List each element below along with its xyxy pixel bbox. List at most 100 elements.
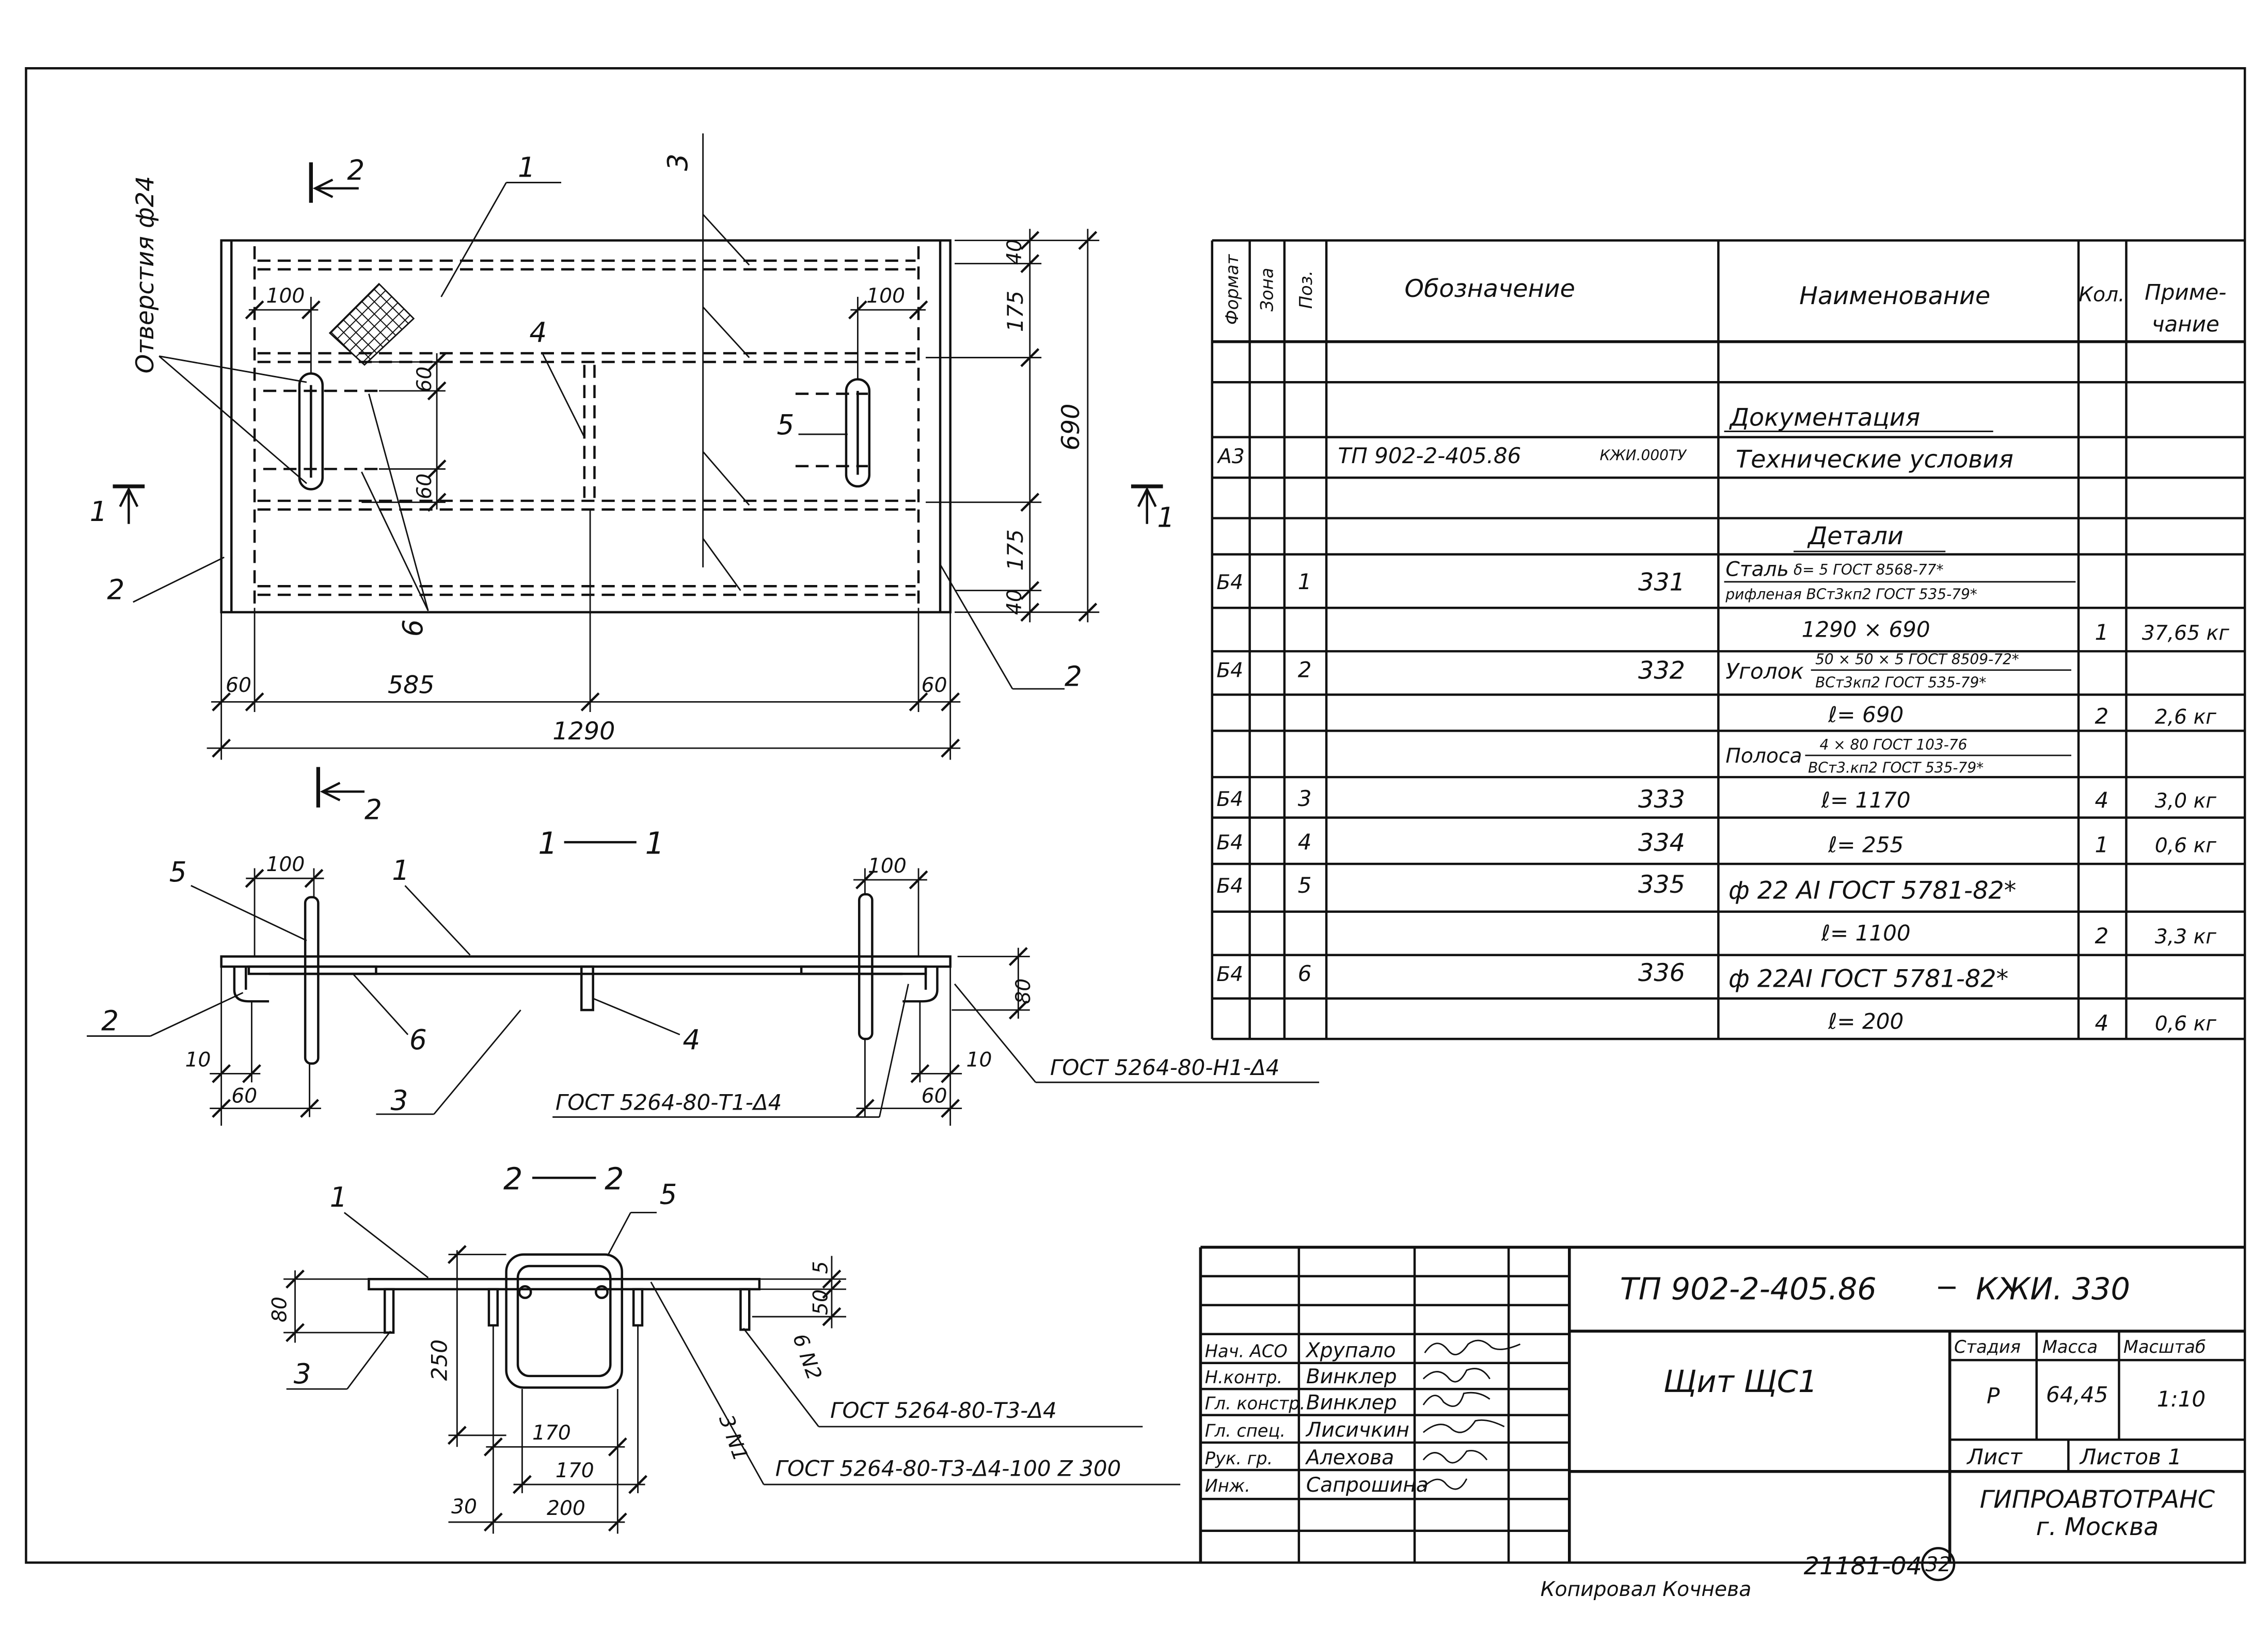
p5-designation: 335 (1638, 871, 1685, 899)
p4-qty: 1 (2095, 832, 2108, 858)
s22-weld-3n1: 3 N1 (714, 1412, 752, 1464)
stage-value: Р (1987, 1383, 2000, 1409)
p6-size: ℓ= 200 (1828, 1009, 1904, 1034)
s11-callout-1: 1 (392, 855, 409, 887)
p1-spec-top: δ= 5 ГОСТ 8568-77* (1794, 561, 1943, 578)
dim-100-right: 100 (866, 284, 905, 308)
doc-number: ТП 902-2-405.86 (1620, 1271, 1877, 1306)
header-name: Наименование (1799, 282, 1990, 310)
p2-designation: 332 (1638, 657, 1685, 685)
staff-name-3: Лисичкин (1305, 1419, 1409, 1442)
plan-callout-4: 4 (529, 317, 547, 349)
s11-dim-100-left: 100 (266, 853, 305, 876)
mass-label: Масса (2042, 1337, 2098, 1357)
p1-spec-bottom: рифленая ВСт3кп2 ГОСТ 535-79* (1725, 586, 1977, 603)
spec-table: Формат Зона Поз. Обозначение Наименовани… (1211, 239, 2245, 1040)
dim-690: 690 (1057, 404, 1085, 451)
p1-qty: 1 (2095, 620, 2108, 645)
s11-weld-t1: ГОСТ 5264-80-Т1-Δ4 (556, 1089, 782, 1115)
header-format: Формат (1222, 254, 1242, 325)
p5-pos: 5 (1298, 873, 1312, 898)
section-1-1-title-left: 1 (538, 826, 557, 861)
dim-1290: 1290 (552, 717, 615, 746)
s22-handle-inner (516, 1265, 612, 1378)
p5-note: 3,3 кг (2155, 925, 2217, 949)
s22-dim-5: 5 (810, 1261, 833, 1274)
s11-dim-60-left: 60 (231, 1084, 257, 1108)
copied-by: Копировал Кочнева (1541, 1578, 1751, 1601)
section-2-2-title-right: 2 (605, 1161, 624, 1197)
plan-dims-100 (245, 296, 928, 380)
s11-dim-10-left: 10 (185, 1048, 211, 1071)
sheet-label: Лист (1966, 1444, 2023, 1469)
tu-format: А3 (1216, 445, 1245, 468)
p4-pos: 4 (1298, 829, 1312, 855)
p2-qty: 2 (2095, 703, 2108, 729)
section1-left-label: 1 (90, 496, 107, 528)
s22-leg-4 (739, 1288, 751, 1331)
s22-weld-t3-z: ГОСТ 5264-80-Т3-Δ4-100 Z 300 (775, 1456, 1121, 1481)
city: г. Москва (2036, 1513, 2159, 1541)
row-documentation: Документация (1729, 403, 1921, 432)
s11-callout-2: 2 (101, 1005, 119, 1037)
p4-format: Б4 (1216, 831, 1243, 855)
p1-format: Б4 (1216, 571, 1243, 594)
dim-175-bottom: 175 (1003, 529, 1028, 571)
section-mark-2-top (309, 162, 359, 203)
s22-leg-3 (632, 1288, 644, 1327)
s11-dim-60-right: 60 (922, 1084, 947, 1108)
plan-callout-5: 5 (776, 409, 794, 441)
s11-dim-80: 80 (1012, 978, 1035, 1004)
s22-leg-1 (383, 1288, 395, 1334)
s11-callout-4: 4 (683, 1024, 700, 1056)
p3-qty: 4 (2095, 787, 2108, 813)
doc-code: КЖИ. 330 (1976, 1271, 2130, 1306)
staff-role-5: Инж. (1205, 1476, 1250, 1496)
staff-role-1: Н.контр. (1205, 1367, 1282, 1387)
dim-60-bottom: 60 (413, 473, 436, 499)
plan-view: 40 175 690 175 40 60 60 (90, 133, 1175, 826)
plan-plate-outline (220, 239, 951, 613)
header-note-1: Приме- (2145, 280, 2226, 305)
section2-top-label: 2 (347, 154, 364, 186)
s22-leg-2 (487, 1288, 499, 1327)
p5-name: ф 22 АI ГОСТ 5781-82* (1728, 876, 2016, 905)
mass-value: 64,45 (2046, 1382, 2108, 1407)
p4-designation: 334 (1638, 829, 1685, 857)
p2-pos: 2 (1298, 657, 1312, 683)
section-mark-2-bottom (316, 767, 365, 808)
section-1-1-title-right: 1 (645, 826, 664, 861)
p3-designation: 333 (1638, 785, 1685, 814)
staff-name-5: Сапрошина (1306, 1474, 1429, 1497)
scale-label: Масштаб (2123, 1337, 2206, 1357)
s11-dim-100-right: 100 (868, 855, 907, 878)
dim-60-right: 60 (922, 674, 947, 697)
s22-dim-170-a: 170 (532, 1421, 571, 1445)
header-designation: Обозначение (1405, 275, 1575, 303)
s22-dim-30: 30 (451, 1495, 477, 1519)
strip-spec-bottom: ВСт3.кп2 ГОСТ 535-79* (1808, 760, 1984, 777)
staff-role-0: Нач. АСО (1205, 1341, 1288, 1362)
section-1-1: 1 1 100 100 5 1 2 6 4 (87, 826, 1320, 1126)
p6-name: ф 22АI ГОСТ 5781-82* (1728, 965, 2008, 993)
plan-dims-right (926, 229, 1100, 623)
header-note-2: чание (2152, 311, 2219, 337)
p3-note: 3,0 кг (2155, 789, 2217, 813)
page-number-circle (1921, 1547, 1956, 1582)
p1-note: 37,65 кг (2142, 622, 2229, 645)
s11-weld-n1: ГОСТ 5264-80-Н1-Δ4 (1050, 1055, 1280, 1080)
p5-format: Б4 (1216, 875, 1243, 898)
s11-callout-5: 5 (169, 856, 187, 888)
header-qty: Кол. (2079, 283, 2124, 306)
strip-spec-top: 4 × 80 ГОСТ 103-76 (1819, 736, 1967, 753)
header-pos: Поз. (1296, 271, 1316, 309)
dim-175-top: 175 (1003, 291, 1028, 332)
s22-dim-250: 250 (427, 1339, 452, 1381)
s22-dim-170-b: 170 (556, 1459, 594, 1482)
p3-format: Б4 (1216, 788, 1243, 811)
s22-callout-5: 5 (660, 1179, 677, 1211)
section-mark-1-right (1131, 484, 1163, 524)
s11-bar-left (304, 896, 320, 1065)
p1-designation: 331 (1638, 568, 1685, 597)
p5-qty: 2 (2095, 923, 2108, 949)
